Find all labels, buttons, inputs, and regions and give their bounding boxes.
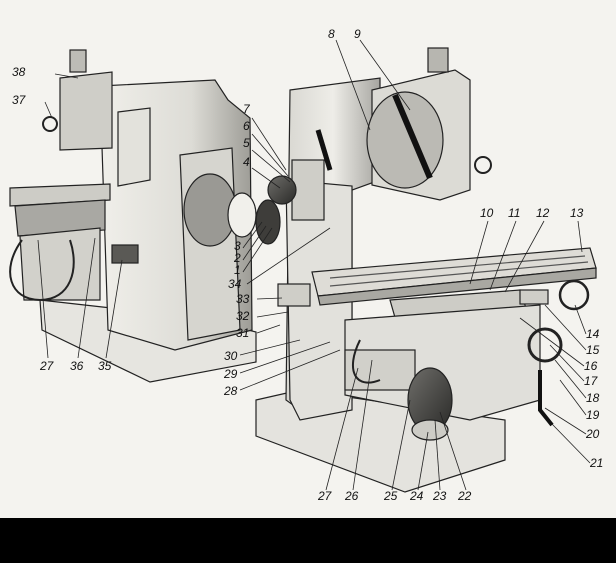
label-13: 13 bbox=[570, 206, 584, 220]
label-27-rear: 27 bbox=[40, 359, 54, 373]
label-5: 5 bbox=[243, 136, 250, 150]
milling-machine-illustration bbox=[9, 39, 597, 493]
label-38: 38 bbox=[12, 65, 26, 79]
label-34: 34 bbox=[228, 277, 242, 291]
label-37: 37 bbox=[12, 93, 26, 107]
label-19: 19 bbox=[586, 408, 600, 422]
label-32: 32 bbox=[236, 309, 250, 323]
illustration-plate: 38 37 8 9 7 6 5 4 3 2 1 34 33 32 31 30 2… bbox=[0, 0, 616, 518]
label-3: 3 bbox=[234, 239, 241, 253]
label-30: 30 bbox=[224, 349, 238, 363]
label-14: 14 bbox=[586, 327, 600, 341]
label-8: 8 bbox=[328, 27, 335, 41]
front-handwheel bbox=[527, 327, 563, 363]
label-18: 18 bbox=[586, 391, 600, 405]
leader-lines bbox=[37, 39, 591, 491]
label-23: 23 bbox=[433, 489, 447, 503]
label-15: 15 bbox=[586, 343, 600, 357]
label-2: 2 bbox=[234, 251, 241, 265]
label-20: 20 bbox=[586, 427, 600, 441]
label-26: 26 bbox=[345, 489, 359, 503]
label-22: 22 bbox=[458, 489, 472, 503]
label-27-front: 27 bbox=[318, 489, 332, 503]
label-10: 10 bbox=[480, 206, 494, 220]
label-25: 25 bbox=[384, 489, 398, 503]
label-21: 21 bbox=[590, 456, 604, 470]
label-17: 17 bbox=[584, 374, 598, 388]
rear-nameplate bbox=[111, 244, 139, 264]
front-gearbox-panel bbox=[291, 159, 325, 221]
rear-handwheel bbox=[42, 116, 58, 132]
label-7: 7 bbox=[243, 102, 250, 116]
label-24: 24 bbox=[410, 489, 424, 503]
bottom-black-bar bbox=[0, 518, 616, 563]
label-1: 1 bbox=[234, 263, 241, 277]
label-12: 12 bbox=[536, 206, 550, 220]
label-11: 11 bbox=[508, 206, 521, 220]
rear-view-machine bbox=[9, 49, 257, 383]
label-35: 35 bbox=[98, 359, 112, 373]
front-spindle-cover bbox=[366, 91, 444, 189]
label-4: 4 bbox=[243, 155, 250, 169]
rear-overarm bbox=[59, 71, 113, 151]
label-28: 28 bbox=[224, 384, 238, 398]
label-9: 9 bbox=[354, 27, 361, 41]
rear-table bbox=[9, 183, 111, 207]
front-view-machine bbox=[255, 47, 597, 493]
label-33: 33 bbox=[236, 292, 250, 306]
label-6: 6 bbox=[243, 119, 250, 133]
label-36: 36 bbox=[70, 359, 84, 373]
label-16: 16 bbox=[584, 359, 598, 373]
label-29: 29 bbox=[224, 367, 238, 381]
label-31: 31 bbox=[236, 326, 250, 340]
